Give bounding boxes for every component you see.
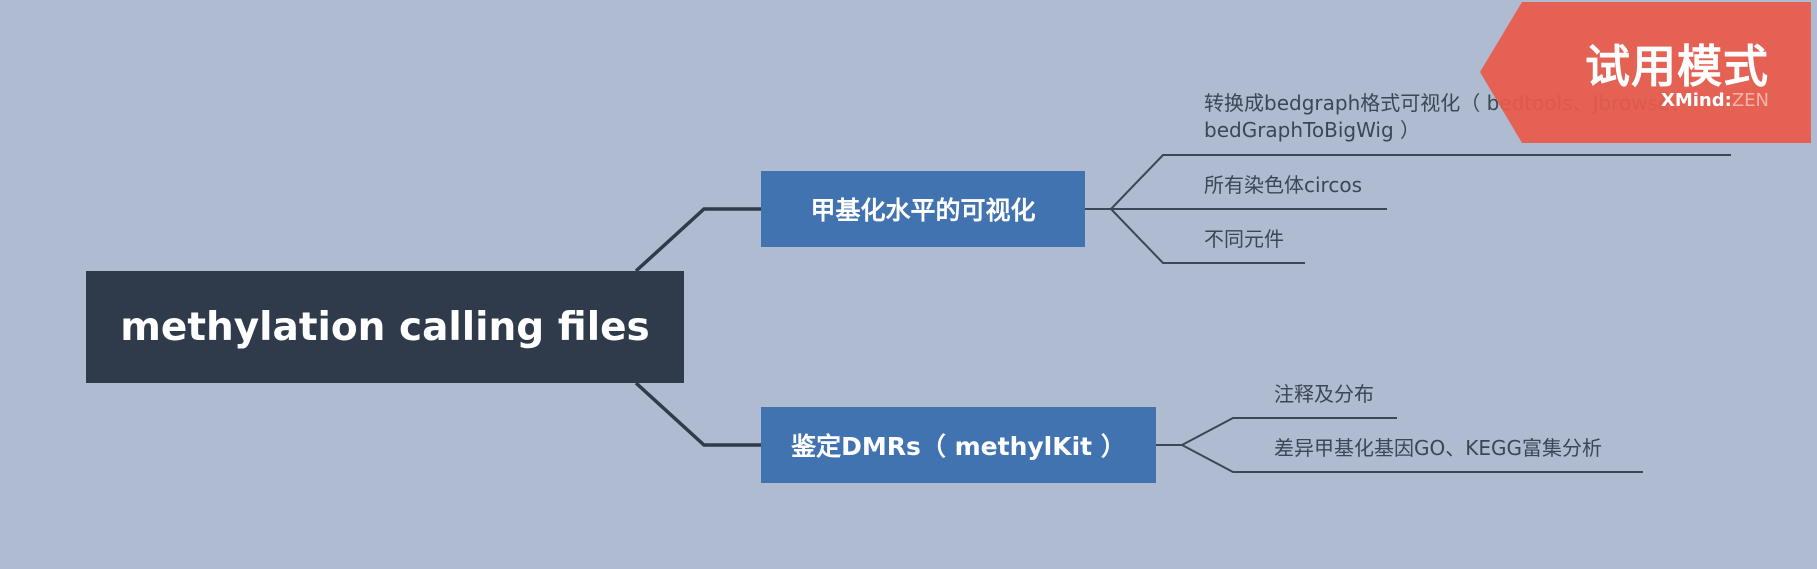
- connector-to-bedgraph: [1110, 154, 1731, 210]
- watermark-title: 试用模式: [1584, 40, 1769, 93]
- watermark-brand-edition: ZEN: [1731, 90, 1769, 111]
- subtopic-different-elements[interactable]: 不同元件: [1204, 226, 1284, 253]
- watermark-brand-name: XMind: [1660, 90, 1725, 111]
- central-topic-label: methylation calling files: [120, 304, 650, 350]
- main-topic-identify-dmrs[interactable]: 鉴定DMRs（ methylKit ）: [761, 407, 1156, 483]
- central-topic[interactable]: methylation calling files: [86, 271, 684, 383]
- main-topic-methylation-visualization[interactable]: 甲基化水平的可视化: [761, 171, 1085, 247]
- main-topic-label: 甲基化水平的可视化: [810, 196, 1036, 225]
- watermark-brand-separator: :: [1724, 90, 1732, 111]
- subtopic-all-chromosomes-circos[interactable]: 所有染色体circos: [1204, 172, 1362, 199]
- connector-to-elements: [1110, 208, 1305, 264]
- connector-central-to-visualization: [634, 207, 761, 273]
- subtopic-go-kegg-enrichment[interactable]: 差异甲基化基因GO、KEGG富集分析: [1274, 435, 1602, 462]
- connector-to-enrichment: [1181, 444, 1643, 473]
- subtopic-line: 注释及分布: [1274, 382, 1374, 406]
- watermark-brand: XMind:ZEN: [1661, 90, 1769, 111]
- subtopic-line: bedGraphToBigWig ）: [1204, 118, 1421, 142]
- subtopic-line: 不同元件: [1204, 227, 1284, 251]
- subtopic-line: 所有染色体circos: [1204, 173, 1362, 197]
- main-topic-label: 鉴定DMRs（ methylKit ）: [791, 432, 1126, 461]
- trial-mode-watermark: 试用模式 XMind:ZEN: [1480, 0, 1817, 146]
- watermark-banner-shape: [1480, 2, 1811, 143]
- subtopic-annotation-distribution[interactable]: 注释及分布: [1274, 381, 1374, 408]
- connector-central-to-dmrs: [634, 381, 761, 447]
- connector-to-annotation: [1181, 417, 1397, 446]
- subtopic-line: 差异甲基化基因GO、KEGG富集分析: [1274, 436, 1602, 460]
